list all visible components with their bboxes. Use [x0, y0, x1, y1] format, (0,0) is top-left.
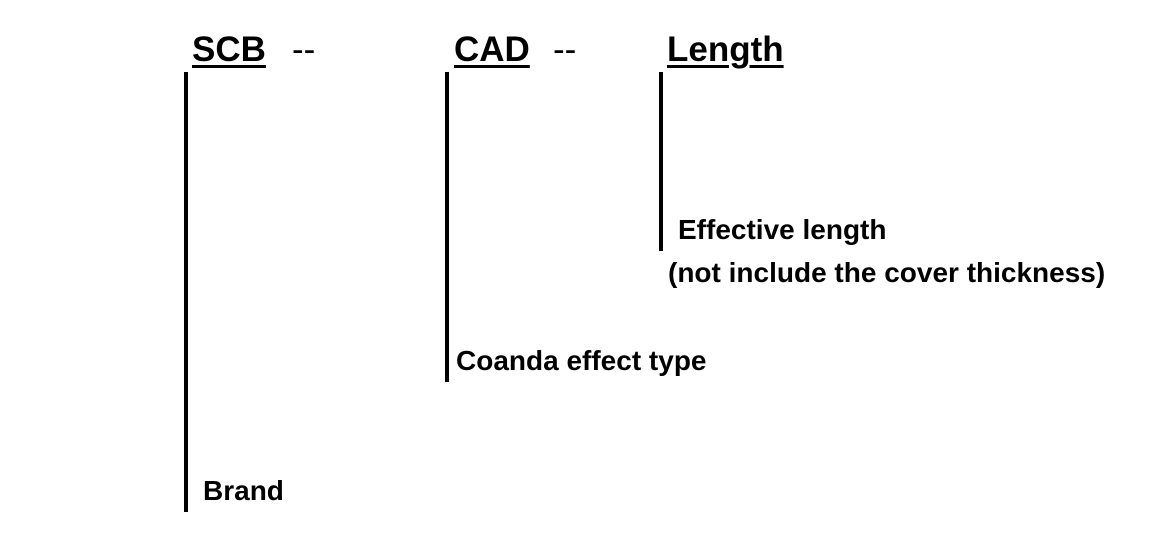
- connector-line-brand: [184, 72, 188, 512]
- separator-1: --: [292, 30, 316, 69]
- code-header-brand-text: SCB: [192, 30, 266, 69]
- label-coanda-effect-type: Coanda effect type: [456, 345, 707, 376]
- connector-line-type: [445, 72, 449, 382]
- label-length-note: (not include the cover thickness): [668, 257, 1106, 288]
- separator-2: --: [553, 30, 577, 69]
- code-header-length: Length: [667, 30, 784, 70]
- code-header-brand: SCB: [192, 30, 266, 70]
- code-header-type-text: CAD: [454, 30, 530, 69]
- label-brand: Brand: [203, 475, 284, 506]
- code-header-length-text: Length: [667, 30, 784, 69]
- code-header-type: CAD: [454, 30, 530, 70]
- label-effective-length: Effective length: [678, 214, 887, 245]
- connector-line-length: [659, 72, 663, 251]
